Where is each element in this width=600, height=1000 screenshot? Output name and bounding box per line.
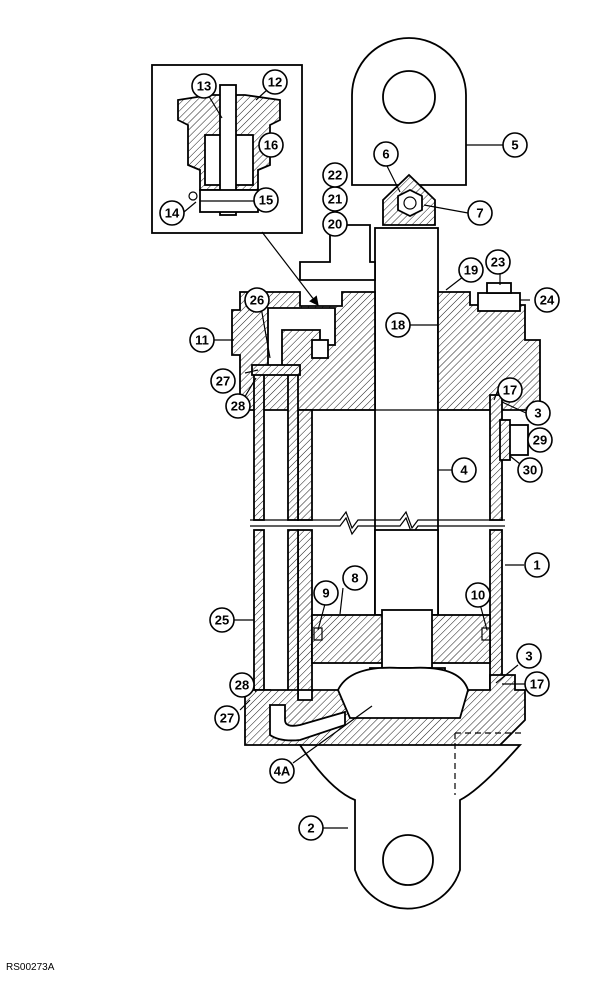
cylinder-base (244, 666, 526, 910)
port-fitting (499, 419, 529, 461)
callout-26: 26 (244, 287, 270, 313)
svg-text:16: 16 (264, 138, 278, 153)
inset-arrow (261, 231, 319, 306)
svg-text:30: 30 (523, 463, 537, 478)
callout-8: 8 (342, 565, 368, 591)
callout-3-lower: 3 (516, 643, 542, 669)
svg-text:11: 11 (195, 333, 209, 348)
svg-text:6: 6 (382, 147, 389, 162)
svg-text:22: 22 (328, 168, 342, 183)
callout-3-upper: 3 (525, 400, 551, 426)
callout-25: 25 (209, 607, 235, 633)
svg-text:20: 20 (328, 217, 342, 232)
callout-22: 22 (322, 162, 348, 188)
callout-5: 5 (502, 132, 528, 158)
svg-text:29: 29 (533, 433, 547, 448)
svg-text:3: 3 (525, 649, 532, 664)
svg-text:4A: 4A (274, 764, 291, 779)
callout-6: 6 (373, 141, 399, 167)
callout-4a: 4A (269, 758, 295, 784)
callout-7: 7 (467, 200, 493, 226)
callout-12: 12 (262, 69, 288, 95)
callout-9: 9 (313, 580, 339, 606)
svg-text:17: 17 (530, 677, 544, 692)
svg-text:14: 14 (165, 206, 180, 221)
callout-17-upper: 17 (497, 377, 523, 403)
rod-eye-fitting (382, 173, 436, 226)
callout-11: 11 (189, 327, 215, 353)
svg-text:7: 7 (476, 206, 483, 221)
rod-eye (351, 37, 467, 186)
svg-text:15: 15 (259, 193, 273, 208)
svg-text:27: 27 (220, 711, 234, 726)
callout-15: 15 (253, 187, 279, 213)
callout-13: 13 (191, 73, 217, 99)
callout-27-lower: 27 (214, 705, 240, 731)
svg-text:12: 12 (268, 75, 282, 90)
callout-24: 24 (534, 287, 560, 313)
svg-text:24: 24 (540, 293, 555, 308)
callout-17-lower: 17 (524, 671, 550, 697)
svg-text:17: 17 (503, 383, 517, 398)
figure-id: RS00273A (6, 962, 55, 973)
svg-text:10: 10 (471, 588, 485, 603)
svg-text:19: 19 (464, 263, 478, 278)
bleed-nut (477, 282, 521, 312)
callout-19: 19 (458, 257, 484, 283)
callout-16: 16 (258, 132, 284, 158)
svg-text:1: 1 (533, 558, 540, 573)
svg-text:8: 8 (351, 571, 358, 586)
callout-2: 2 (298, 815, 324, 841)
callout-10: 10 (465, 582, 491, 608)
svg-text:23: 23 (491, 255, 505, 270)
tool-bar (299, 224, 376, 281)
svg-text:27: 27 (216, 374, 230, 389)
external-tube-lower (247, 529, 299, 706)
svg-text:3: 3 (534, 406, 541, 421)
break-line-upper (250, 510, 505, 530)
svg-text:21: 21 (328, 192, 342, 207)
svg-text:13: 13 (197, 79, 211, 94)
svg-text:5: 5 (511, 138, 518, 153)
callout-20: 20 (322, 211, 348, 237)
callout-4: 4 (451, 457, 477, 483)
svg-text:9: 9 (322, 586, 329, 601)
callout-21: 21 (322, 186, 348, 212)
callout-29: 29 (527, 427, 553, 453)
svg-text:28: 28 (235, 678, 249, 693)
callout-1: 1 (524, 552, 550, 578)
callout-18: 18 (385, 312, 411, 338)
callout-23: 23 (485, 249, 511, 275)
leader-lines (183, 87, 530, 829)
svg-text:28: 28 (231, 399, 245, 414)
callout-28-upper: 28 (225, 393, 251, 419)
callout-27-upper: 27 (210, 368, 236, 394)
svg-text:18: 18 (391, 318, 405, 333)
piston-rod-lower (374, 529, 439, 616)
svg-text:2: 2 (307, 821, 314, 836)
callout-30: 30 (517, 457, 543, 483)
svg-text:25: 25 (215, 613, 229, 628)
callout-14: 14 (159, 200, 185, 226)
piston (311, 609, 491, 669)
svg-text:4: 4 (460, 463, 468, 478)
callout-28-lower: 28 (229, 672, 255, 698)
svg-text:26: 26 (250, 293, 264, 308)
